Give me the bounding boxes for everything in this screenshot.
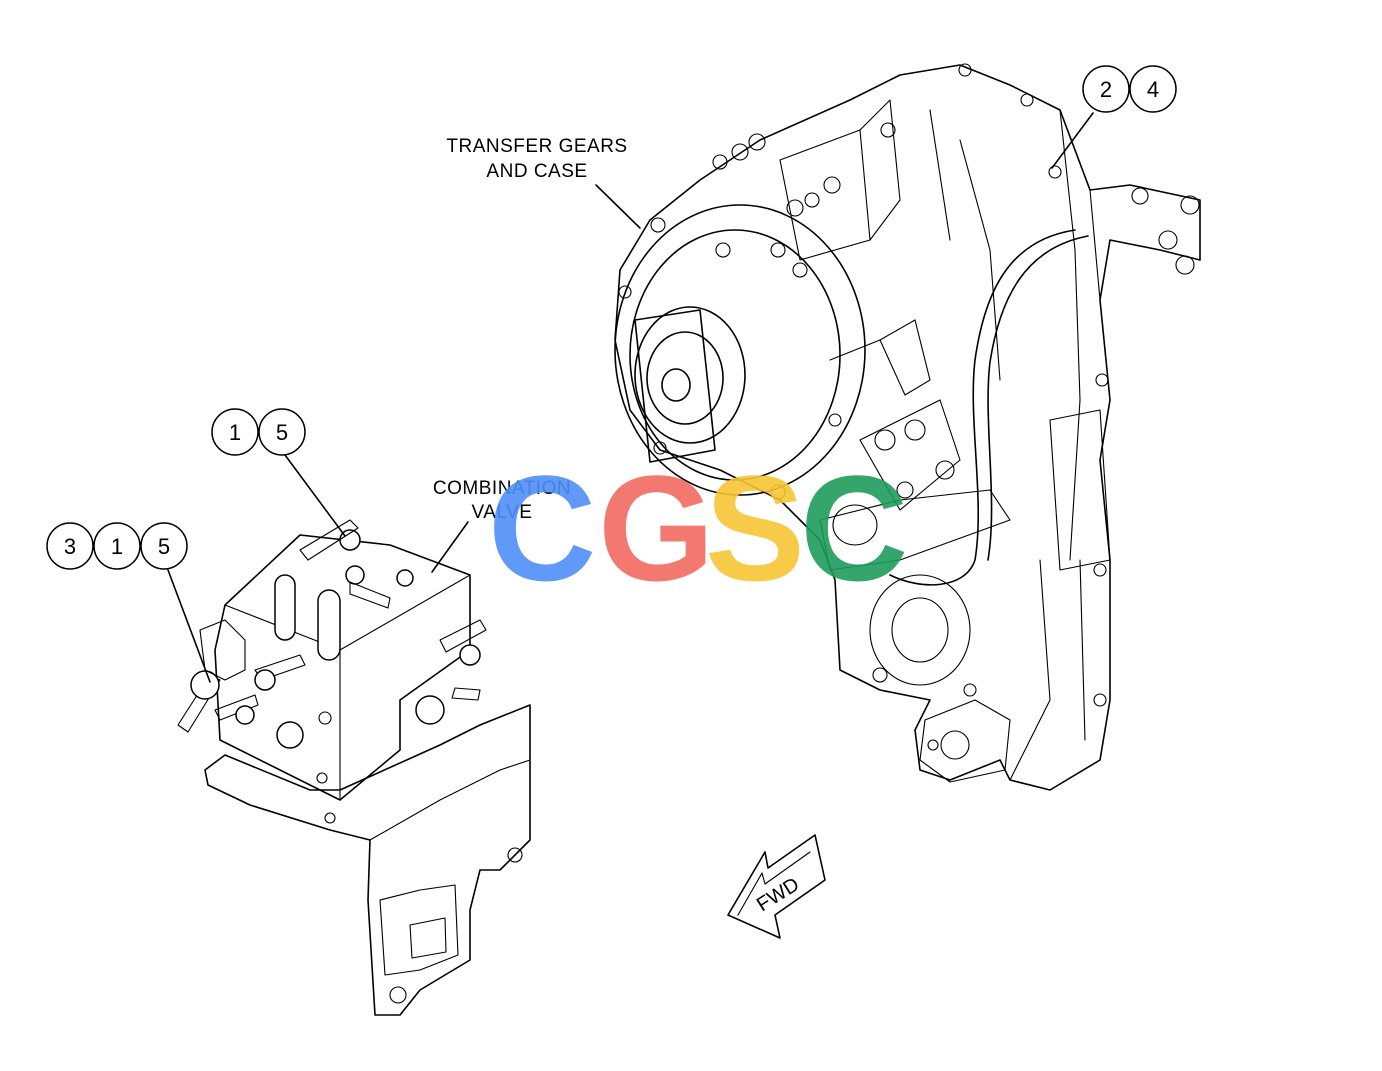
callout-2: 2 [1100,77,1112,102]
callout-5: 5 [276,420,288,445]
callout-1: 1 [229,420,241,445]
watermark-logo: C G S C [488,444,908,612]
callout-5: 5 [158,534,170,559]
combination-valve-drawing [177,519,531,1016]
label-transfer-gears: TRANSFER GEARS [446,136,627,157]
callout-3: 3 [64,534,76,559]
label-valve: VALVE [472,502,533,523]
transfer-gears-case-drawing [614,63,1201,791]
leader-lines [167,112,1094,683]
callout-balloons-top-right: 2 4 [1082,65,1177,113]
callout-balloons-left: 3 1 5 [46,522,188,570]
watermark-letter-1: C [488,444,596,612]
watermark-letter-3: S [705,444,805,612]
label-combination: COMBINATION [433,478,571,499]
watermark-letter-2: G [598,444,715,612]
fwd-arrow: FWD [727,834,826,939]
callout-1: 1 [111,534,123,559]
fwd-label: FWD [753,873,803,916]
watermark-letter-4: C [800,444,908,612]
label-and-case: AND CASE [486,161,587,182]
callout-4: 4 [1147,77,1159,102]
callout-balloons-mid-left: 1 5 [211,408,306,456]
